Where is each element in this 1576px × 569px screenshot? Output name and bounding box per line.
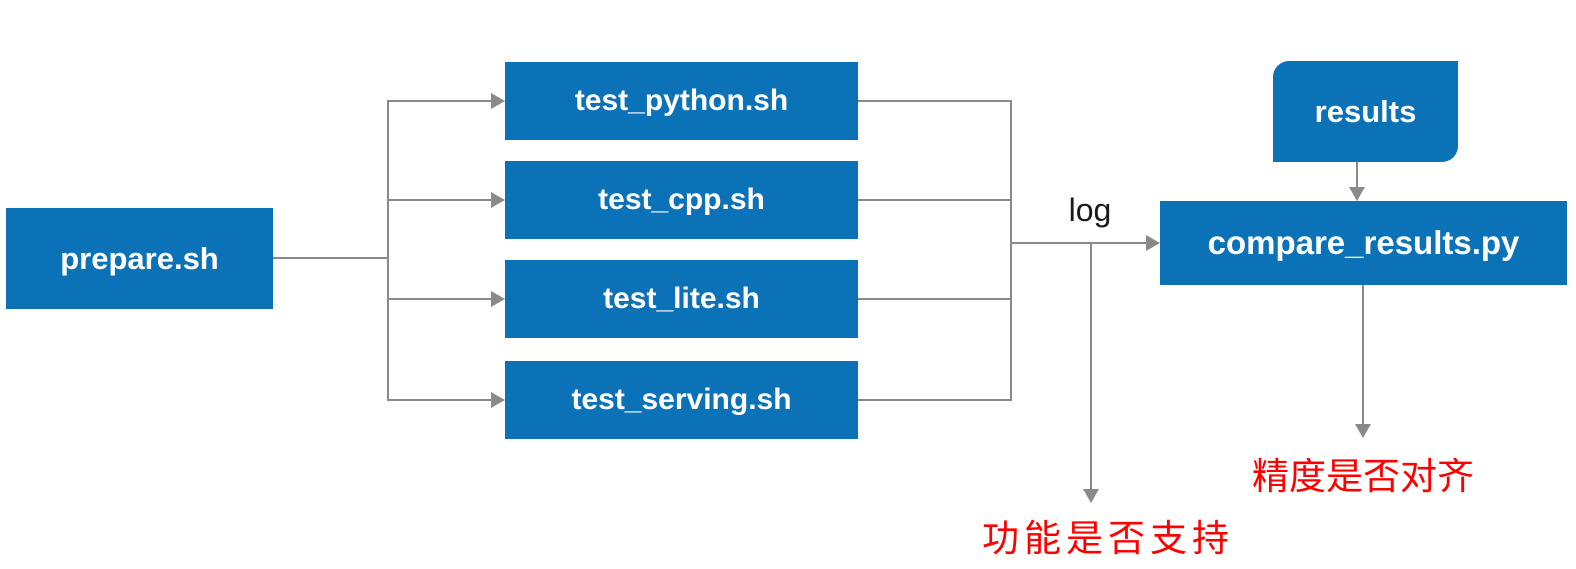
node-test-python-sh: test_python.sh [505, 62, 858, 140]
arrowhead-right-icon [491, 192, 505, 208]
node-test-lite-sh: test_lite.sh [505, 260, 858, 338]
connector-collector-vertical-right [1010, 100, 1012, 401]
connector-test-cpp-to-collector [858, 199, 1012, 201]
node-compare-results-py: compare_results.py [1160, 201, 1567, 285]
node-test-serving-sh: test_serving.sh [505, 361, 858, 439]
connector-branch-vertical-left [387, 100, 389, 401]
connector-branch-to-test-cpp [387, 199, 491, 201]
connector-compare-to-precision [1362, 285, 1364, 425]
arrowhead-right-icon [491, 93, 505, 109]
arrowhead-right-icon [1146, 235, 1160, 251]
connector-branch-to-test-python [387, 100, 491, 102]
node-results: results [1273, 61, 1458, 162]
connector-results-to-compare [1356, 162, 1358, 188]
connector-branch-to-test-lite [387, 298, 491, 300]
connector-branch-to-test-serving [387, 399, 491, 401]
connector-prepare-to-branch [273, 257, 388, 259]
arrowhead-down-icon [1349, 187, 1365, 201]
arrowhead-down-icon [1355, 424, 1371, 438]
connector-log-to-compare [1010, 242, 1146, 244]
outcome-precision-aligned: 精度是否对齐 [1252, 456, 1474, 497]
arrowhead-right-icon [491, 291, 505, 307]
arrowhead-right-icon [491, 392, 505, 408]
arrowhead-down-icon [1083, 489, 1099, 503]
connector-test-lite-to-collector [858, 298, 1012, 300]
edge-label-log: log [1068, 192, 1112, 228]
outcome-function-support: 功能是否支持 [982, 518, 1234, 559]
connector-test-serving-to-collector [858, 399, 1012, 401]
node-prepare-sh: prepare.sh [6, 208, 273, 309]
connector-test-python-to-collector [858, 100, 1012, 102]
node-test-cpp-sh: test_cpp.sh [505, 161, 858, 239]
connector-log-to-function-support [1090, 243, 1092, 489]
